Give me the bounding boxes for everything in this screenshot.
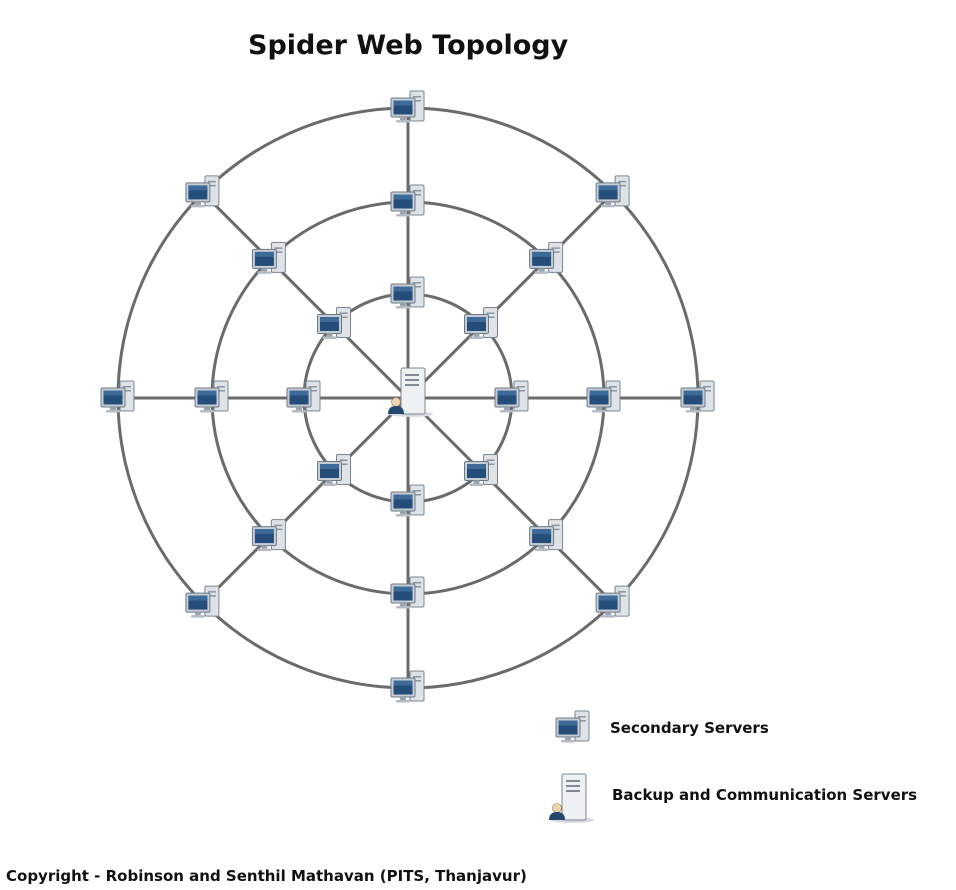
spokes-layer bbox=[118, 108, 698, 688]
legend-backup-server-icon bbox=[548, 773, 595, 824]
spoke-6 bbox=[201, 396, 410, 605]
legend-secondary-server-icon bbox=[555, 710, 590, 743]
spoke-4 bbox=[406, 396, 615, 605]
spoke-2 bbox=[406, 191, 615, 400]
backup-server-icon bbox=[387, 367, 434, 418]
legend-secondary-label: Secondary Servers bbox=[610, 719, 769, 737]
legend-backup-label: Backup and Communication Servers bbox=[612, 786, 918, 804]
legend-icons bbox=[548, 710, 595, 824]
secondary-server-icon bbox=[464, 307, 498, 340]
secondary-server-icon bbox=[185, 175, 220, 208]
copyright-text: Copyright - Robinson and Senthil Mathava… bbox=[6, 867, 527, 885]
diagram-title: Spider Web Topology bbox=[248, 30, 569, 61]
spoke-8 bbox=[201, 191, 410, 400]
